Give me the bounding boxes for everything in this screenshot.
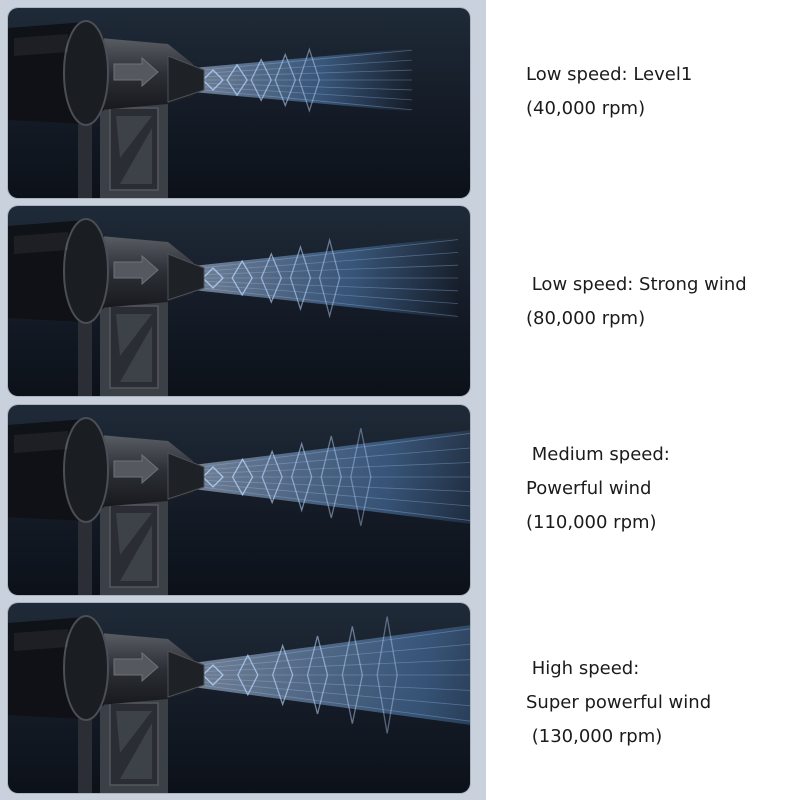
speed-mode-label: Low speed: Strong wind [526, 274, 747, 295]
speed-rpm: (130,000 rpm) [526, 726, 663, 747]
speed-panel-low-level1 [8, 8, 470, 198]
speed-caption-2: Low speed: Strong wind (80,000 rpm) [526, 268, 796, 336]
air-blower-icon [8, 218, 459, 396]
speed-wind-label: Powerful wind [526, 478, 652, 499]
speed-caption-4: High speed: Super powerful wind (130,000… [526, 652, 796, 754]
speed-panel-low-strong [8, 206, 470, 396]
speed-panel-high [8, 603, 470, 793]
speed-mode-label: High speed: [526, 658, 640, 679]
speed-rpm: (110,000 rpm) [526, 512, 657, 533]
speed-mode-label: Low speed: Level1 [526, 64, 693, 85]
speed-caption-1: Low speed: Level1 (40,000 rpm) [526, 58, 796, 126]
speed-rpm: (80,000 rpm) [526, 308, 646, 329]
speed-wind-label: Super powerful wind [526, 692, 712, 713]
speed-rpm: (40,000 rpm) [526, 98, 646, 119]
speed-caption-3: Medium speed: Powerful wind (110,000 rpm… [526, 438, 796, 540]
speed-panel-medium [8, 405, 470, 595]
air-blower-icon [8, 615, 470, 793]
air-blower-icon [8, 20, 413, 198]
speed-mode-label: Medium speed: [526, 444, 670, 465]
air-blower-icon [8, 417, 470, 595]
